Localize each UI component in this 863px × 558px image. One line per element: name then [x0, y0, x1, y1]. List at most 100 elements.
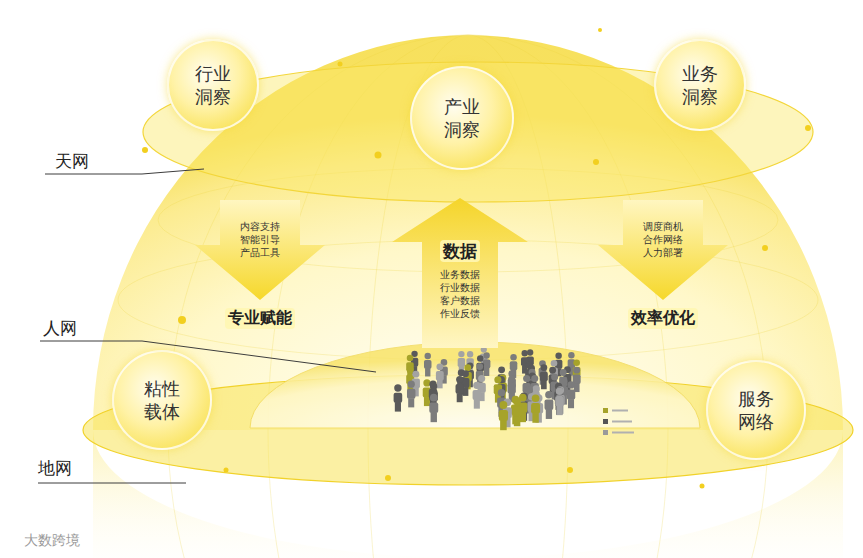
- person-legs: [437, 380, 443, 388]
- person-legs: [532, 413, 538, 423]
- circle-label: 粘性载体: [143, 377, 181, 424]
- person-figure: [424, 353, 431, 377]
- person-body: [407, 389, 415, 399]
- insight-circle: 行业洞察: [167, 39, 259, 131]
- circle-label: 产业洞察: [443, 95, 481, 142]
- person-figure: [555, 387, 564, 415]
- person-legs: [408, 398, 414, 407]
- person-body: [513, 406, 522, 417]
- person-body: [545, 399, 554, 410]
- layer-label: 地网: [38, 457, 72, 480]
- person-figure: [513, 398, 522, 427]
- arrow-body: [392, 198, 528, 348]
- person-legs: [556, 406, 562, 415]
- key-swatch: [603, 430, 608, 435]
- person-head: [467, 351, 473, 357]
- person-body: [473, 390, 482, 400]
- person-head: [430, 394, 438, 402]
- person-head: [532, 394, 540, 402]
- person-head: [473, 382, 480, 389]
- layer-label: 人网: [43, 317, 77, 340]
- arrow-items: 内容支持 智能引导 产品工具: [238, 220, 282, 259]
- person-head: [555, 353, 561, 359]
- person-legs: [457, 393, 463, 402]
- person-body: [458, 358, 465, 367]
- person-head: [573, 359, 580, 366]
- people-dome: [250, 342, 700, 428]
- person-head: [458, 351, 464, 357]
- arrow-heading: 效率优化: [628, 308, 698, 329]
- person-legs: [514, 417, 520, 427]
- watermark: 大数跨境: [24, 532, 80, 550]
- person-head: [394, 384, 401, 391]
- person-head: [430, 383, 437, 390]
- arrow-heading: 专业赋能: [225, 308, 295, 329]
- person-head: [556, 388, 563, 395]
- insight-circle: 业务洞察: [654, 39, 746, 131]
- people-leader: [40, 341, 376, 372]
- circle-label: 业务洞察: [681, 62, 719, 109]
- person-body: [555, 396, 564, 406]
- leader-lines: [38, 169, 376, 483]
- person-head: [425, 353, 431, 359]
- person-figure: [573, 359, 581, 383]
- person-head: [522, 350, 528, 356]
- person-legs: [424, 397, 430, 406]
- arrow-items: 调度商机 合作网络 人力部署: [641, 220, 685, 259]
- person-figure: [545, 391, 554, 419]
- person-head: [456, 376, 463, 383]
- person-figure: [394, 384, 403, 411]
- crowd-key: [603, 408, 634, 435]
- rim-dots: [142, 28, 811, 489]
- person-head: [531, 375, 538, 382]
- person-head: [462, 370, 469, 377]
- person-legs: [541, 381, 547, 389]
- person-head: [478, 375, 485, 382]
- person-head: [567, 381, 574, 388]
- person-head: [527, 349, 533, 355]
- person-body: [429, 391, 438, 401]
- insight-circle: 产业洞察: [410, 66, 514, 170]
- circle-label: 行业洞察: [194, 62, 232, 109]
- person-figure: [567, 381, 576, 408]
- person-legs: [395, 402, 401, 411]
- arrow-body: [598, 200, 728, 300]
- person-legs: [546, 409, 552, 418]
- flow-arrow: 调度商机 合作网络 人力部署效率优化: [598, 200, 728, 340]
- person-head: [407, 367, 414, 374]
- person-head: [508, 376, 515, 383]
- person-head: [477, 355, 484, 362]
- person-legs: [425, 368, 430, 376]
- key-swatch: [603, 419, 608, 424]
- person-figure: [499, 401, 508, 430]
- insight-circle: 服务网络: [706, 360, 806, 460]
- person-head: [545, 391, 553, 399]
- person-head: [464, 364, 471, 371]
- person-body: [476, 363, 484, 372]
- person-body: [531, 403, 540, 414]
- key-swatch: [603, 408, 608, 413]
- person-head: [483, 352, 489, 358]
- flow-arrow: 数据业务数据 行业数据 客户数据 作业反馈: [390, 198, 530, 348]
- person-body: [573, 374, 581, 384]
- layer-label: 天网: [55, 150, 89, 173]
- person-figure: [429, 394, 438, 422]
- person-head: [551, 360, 558, 367]
- person-legs: [500, 420, 507, 430]
- key-marks: [612, 411, 634, 433]
- person-head: [523, 375, 530, 382]
- person-head: [526, 386, 533, 393]
- person-head: [436, 363, 443, 370]
- person-head: [551, 374, 558, 381]
- person-head: [498, 366, 505, 373]
- person-body: [424, 360, 431, 369]
- person-figure: [531, 394, 540, 422]
- person-body: [499, 410, 508, 421]
- person-figure: [407, 381, 415, 408]
- person-legs: [484, 368, 489, 376]
- person-body: [394, 393, 403, 403]
- ground-leader: [38, 483, 186, 484]
- person-figure: [483, 352, 490, 376]
- person-figure: [456, 376, 464, 402]
